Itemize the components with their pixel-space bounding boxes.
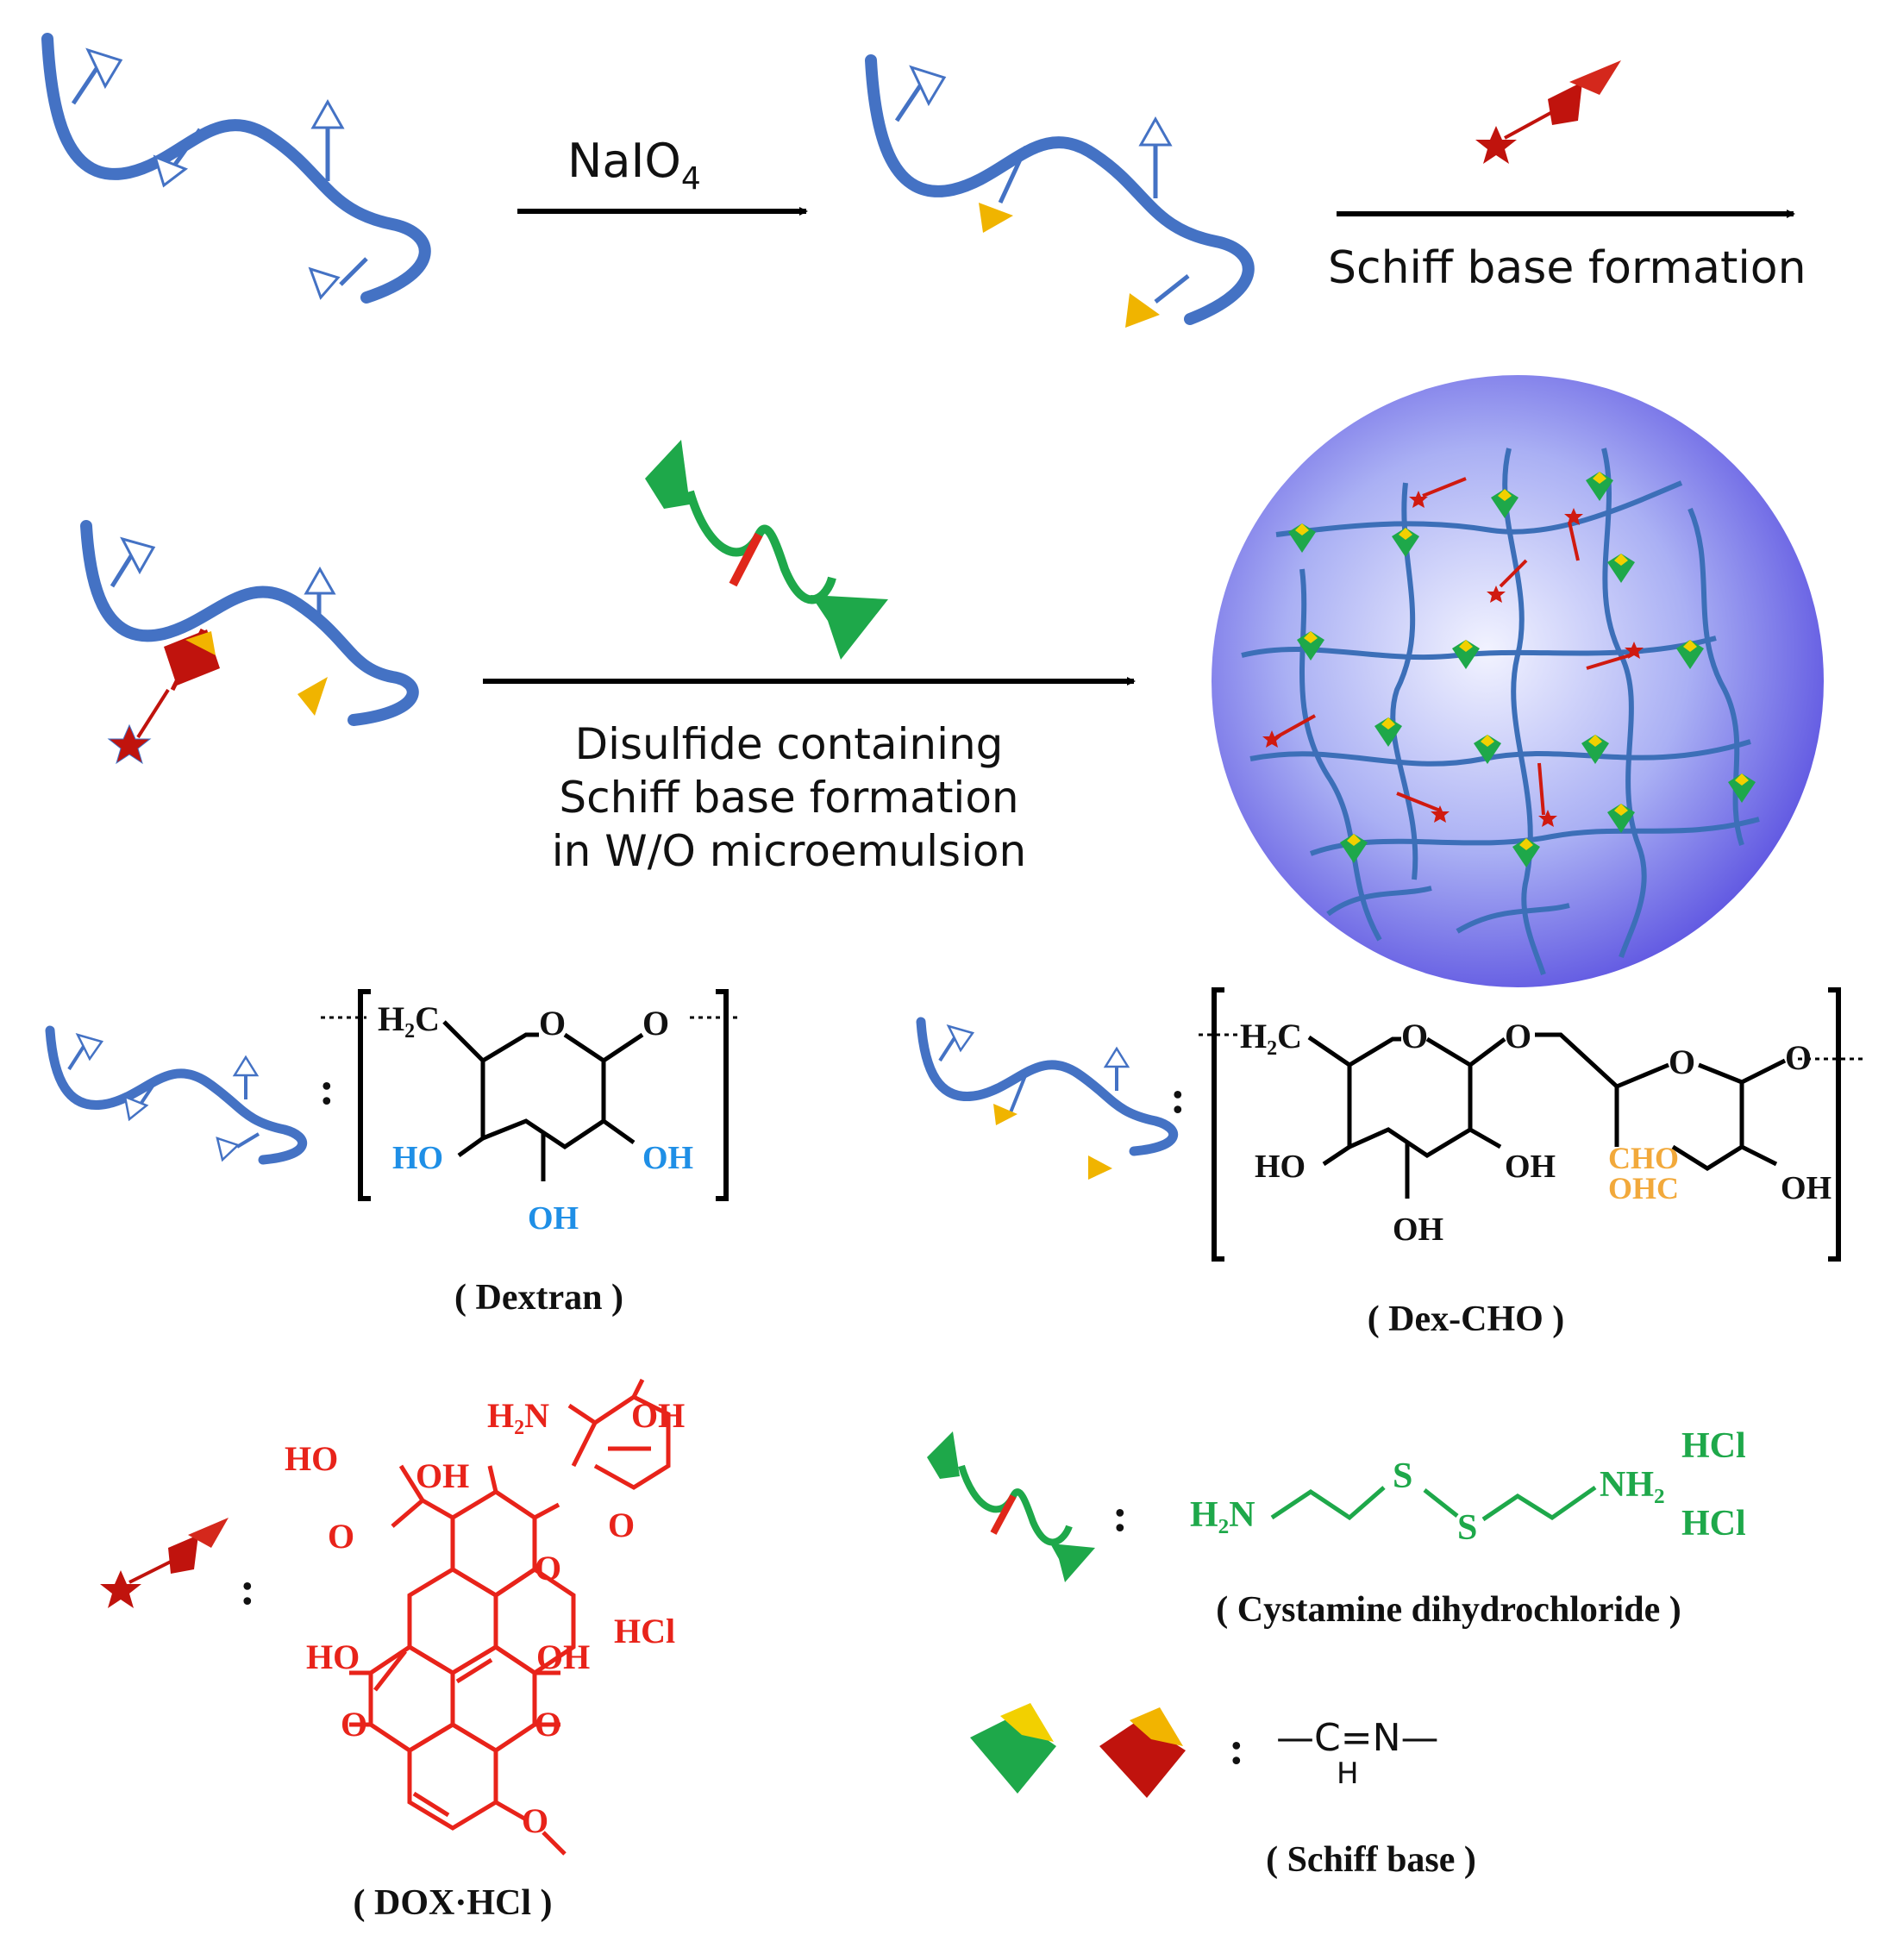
- cystamine-colon: :: [1112, 1489, 1128, 1541]
- schiff-colon: :: [1229, 1722, 1244, 1774]
- dexcho-ohc: OHC: [1608, 1171, 1679, 1205]
- dextran-oh-right: OH: [642, 1140, 693, 1176]
- dexcho-legend-icon: [916, 1017, 1179, 1180]
- dextran-dox-conjugate-icon: [80, 520, 419, 764]
- dexcho-ring-o: O: [1401, 1017, 1428, 1055]
- dox-colon: :: [240, 1562, 255, 1614]
- nanogel-sphere-icon: [1212, 375, 1824, 987]
- dox-name: ( DOX·HCl ): [354, 1883, 553, 1923]
- microemulsion-label-3: in W/O microemulsion: [552, 826, 1026, 876]
- dextran-name: ( Dextran ): [454, 1278, 623, 1318]
- dexcho-oh-right: OH: [1505, 1149, 1556, 1185]
- dox-ketone-o: O: [328, 1517, 354, 1556]
- dox-oh-tertiary: OH: [416, 1456, 469, 1495]
- dox-quinone-o-left: O: [341, 1705, 367, 1744]
- dextran-structure: H₂C O O HO OH OH: [321, 989, 742, 1237]
- dexcho-chain-icon: [865, 54, 1255, 328]
- schiff-name: ( Schiff base ): [1266, 1840, 1476, 1880]
- dox-ring-o: O: [608, 1506, 635, 1544]
- cystamine-h2n: H₂N: [1190, 1495, 1255, 1535]
- dox-h2n: H₂N: [487, 1396, 549, 1435]
- dox-legend-icon: [100, 1518, 229, 1608]
- dexcho-cho: CHO: [1608, 1141, 1679, 1175]
- dexcho-end-o: O: [1785, 1038, 1812, 1077]
- dextran-ho-left: HO: [392, 1140, 443, 1176]
- microemulsion-label-2: Schiff base formation: [559, 773, 1018, 823]
- dox-methoxy-o: O: [522, 1801, 548, 1840]
- schiff-h: H: [1337, 1756, 1359, 1791]
- dexcho-structure: H₂C O O O O HO OH OH CHO OHC OH: [1199, 987, 1863, 1262]
- dox-oh-phenol: OH: [536, 1638, 590, 1676]
- dexcho-oh-far-right: OH: [1781, 1170, 1832, 1206]
- dextran-link-o: O: [642, 1004, 669, 1043]
- schiff-base-icon: [970, 1703, 1186, 1798]
- dox-oh-sugar: OH: [631, 1396, 685, 1435]
- dextran-oh-bottom: OH: [528, 1200, 579, 1237]
- dox-ho-phenol: HO: [306, 1638, 360, 1676]
- dox-glyco-o: O: [535, 1549, 561, 1587]
- dextran-ch2: H₂C: [378, 999, 440, 1038]
- cystamine-structure: H₂N S S NH₂ HCl HCl: [1190, 1426, 1746, 1548]
- cystamine-nh2: NH₂: [1600, 1465, 1665, 1505]
- cystamine-legend-icon: [927, 1431, 1095, 1582]
- dexcho-ring2-o: O: [1669, 1043, 1695, 1081]
- microemulsion-label-1: Disulfide containing: [575, 719, 1004, 769]
- dexcho-oh-bottom: OH: [1393, 1212, 1443, 1248]
- dexcho-link-o: O: [1505, 1017, 1531, 1055]
- cystamine-name: ( Cystamine dihydrochloride ): [1216, 1590, 1681, 1630]
- cystamine-crosslinker-icon: [645, 440, 888, 660]
- dox-ho-chain: HO: [285, 1439, 338, 1478]
- cystamine-s1: S: [1393, 1456, 1412, 1496]
- cystamine-hcl-top: HCl: [1681, 1426, 1746, 1466]
- dextran-colon: :: [319, 1062, 335, 1114]
- dexcho-ho-left: HO: [1255, 1149, 1306, 1185]
- schiff-formation-label: Schiff base formation: [1328, 242, 1806, 294]
- dox-conjugate-icon: [1475, 60, 1621, 164]
- dextran-chain-icon: [41, 33, 431, 304]
- dox-hcl: HCl: [614, 1612, 675, 1650]
- dexcho-colon: :: [1170, 1071, 1186, 1123]
- dox-quinone-o-right: O: [535, 1705, 561, 1744]
- dextran-ring-o: O: [539, 1004, 566, 1043]
- dox-structure: H₂N OH HO OH O O O HO OH HCl O O O: [285, 1378, 685, 1856]
- cystamine-s2: S: [1457, 1508, 1477, 1548]
- cystamine-hcl-bottom: HCl: [1681, 1504, 1746, 1544]
- dexcho-name: ( Dex-CHO ): [1368, 1299, 1565, 1339]
- schiff-formula: —C=N—: [1276, 1716, 1439, 1760]
- dextran-legend-icon: [45, 1025, 308, 1165]
- dexcho-ch2: H₂C: [1240, 1017, 1302, 1055]
- naio4-label: NaIO4: [567, 134, 701, 197]
